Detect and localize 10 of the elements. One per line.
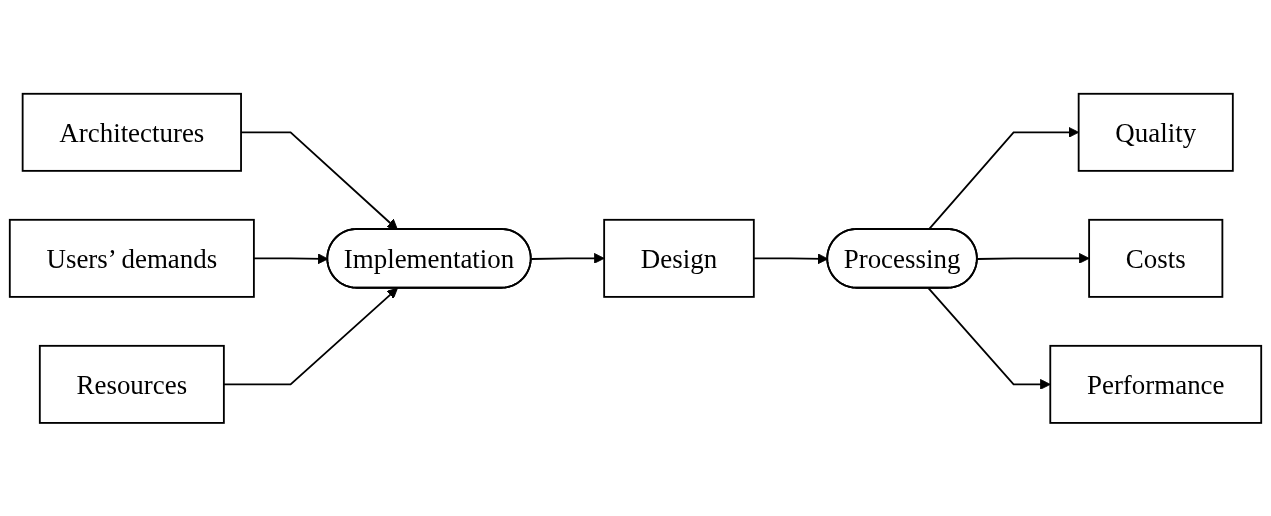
node-box: Users’ demands — [8, 218, 255, 298]
arrow — [976, 252, 1090, 264]
arrow — [927, 287, 1051, 390]
node-box: Architectures — [21, 92, 242, 172]
node-box: Performance — [1049, 344, 1263, 424]
node-box: Costs — [1088, 218, 1224, 298]
arrow — [530, 252, 605, 264]
node-box: Resources — [38, 344, 225, 424]
node-box: Design — [603, 218, 755, 298]
node-box: Quality — [1077, 92, 1234, 172]
